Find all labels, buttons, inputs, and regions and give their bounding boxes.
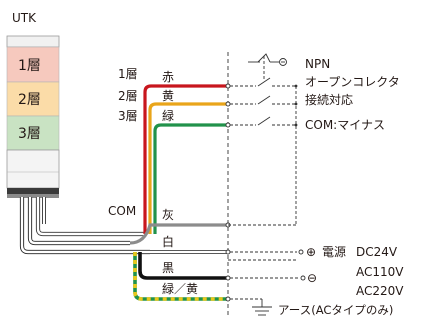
power-minus-symbol: ⊖ [307, 271, 317, 285]
wire-gray-label: 灰 [162, 208, 174, 222]
product-name: UTK [12, 11, 37, 25]
layer-3-label: 3層 [118, 109, 138, 123]
wire-green-yellow [133, 252, 228, 301]
wire-black [138, 252, 228, 280]
wire-red-label: 赤 [162, 70, 174, 84]
tier-1-lamp [6, 46, 60, 83]
earth-icon [230, 298, 272, 316]
wire-black-label: 黒 [162, 261, 174, 275]
tier-1-label: 1層 [18, 58, 41, 74]
switch-contacts [228, 53, 297, 226]
tier-3-lamp [6, 115, 60, 151]
power-ac110-label: AC110V [356, 265, 404, 279]
tier-3-label: 3層 [18, 126, 41, 142]
tower-cable-leads [19, 197, 150, 255]
signal-tower: 1層 2層 3層 [6, 35, 60, 198]
compatible-label: 接続対応 [305, 92, 353, 107]
npn-label: NPN [305, 57, 330, 71]
open-collector-label: オープンコレクタ [305, 75, 400, 89]
wire-gray [129, 223, 228, 245]
switch-dots [294, 84, 298, 127]
tier-2-label: 2層 [18, 92, 41, 108]
layer-2-label: 2層 [118, 89, 138, 103]
power-label: 電源 [322, 245, 346, 259]
wire-green [153, 123, 228, 234]
layer-1-label: 1層 [118, 67, 138, 81]
power-plus-symbol: ⊕ [306, 245, 316, 259]
wire-white-label: 白 [162, 234, 174, 249]
power-ac220-label: AC220V [356, 284, 404, 298]
wire-yellow-label: 黄 [162, 89, 174, 103]
earth-label: アース(ACタイプのみ) [278, 303, 393, 317]
power-dc-label: DC24V [356, 245, 398, 259]
tier-2-lamp [6, 81, 60, 117]
wire-red [143, 84, 228, 234]
wire-green-yellow-label: 緑／黄 [162, 281, 198, 296]
terminal-dots [225, 83, 231, 302]
layer-com-label: COM [108, 204, 136, 218]
com-minus-label: COM:マイナス [305, 118, 385, 132]
wire-green-label: 緑 [162, 108, 174, 123]
power-leads [228, 249, 306, 281]
wire-yellow [148, 102, 228, 234]
